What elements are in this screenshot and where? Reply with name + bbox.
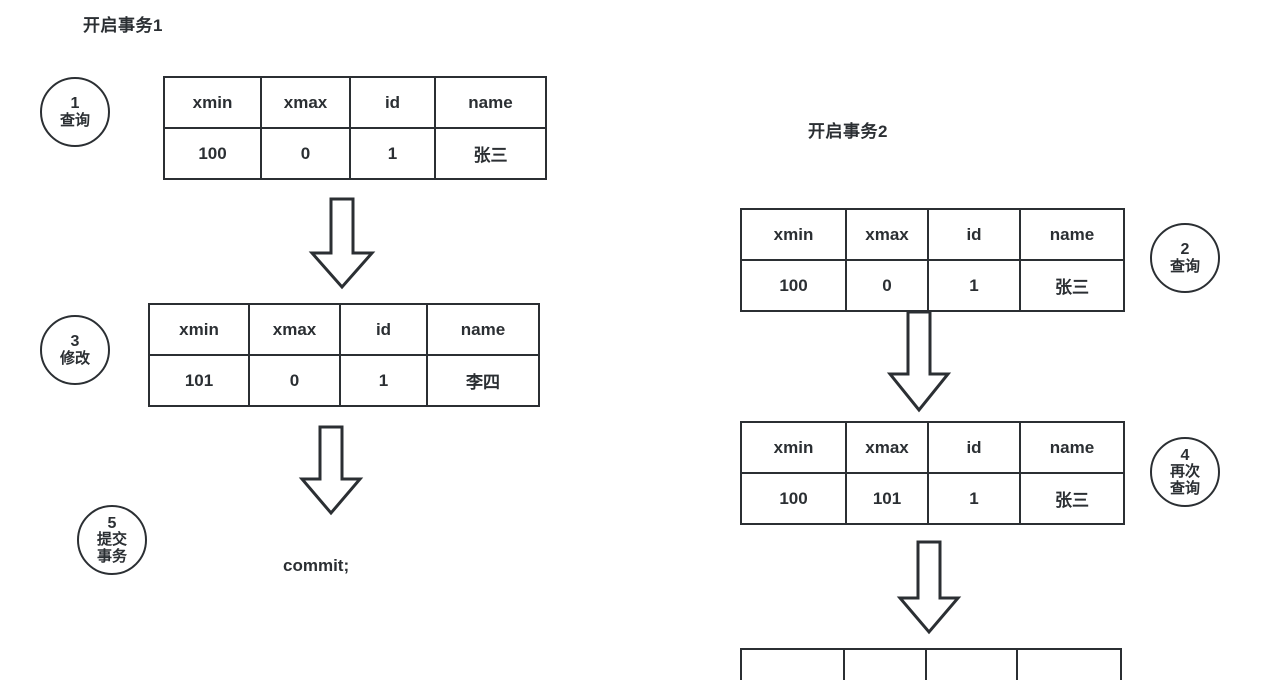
col-header-name: name: [1019, 208, 1125, 261]
cell-name: 张三: [1019, 472, 1125, 525]
cell-xmin: 101: [148, 354, 250, 407]
step-badge-5-number: 5: [107, 515, 117, 533]
step-badge-4[interactable]: 4 再次 查询: [1150, 437, 1220, 507]
col-header-id: id: [927, 208, 1021, 261]
section-title-transaction-1: 开启事务1: [83, 16, 163, 35]
col-header-xmin: xmin: [740, 421, 847, 474]
step-badge-1-label: 查询: [59, 111, 90, 129]
table-right-initial: xmin xmax id name 100 0 1 张三: [740, 208, 1125, 312]
col-header-xmax: xmax: [845, 208, 929, 261]
col-header-xmax: xmax: [845, 421, 929, 474]
col-header-xmax: xmax: [260, 76, 351, 129]
table-left-initial: xmin xmax id name 100 0 1 张三: [163, 76, 547, 180]
cell-xmin: 100: [740, 472, 847, 525]
step-badge-4-label-line1: 再次: [1169, 463, 1200, 481]
col-header-xmax: xmax: [248, 303, 341, 356]
cell-id: 1: [339, 354, 428, 407]
arrow-down-icon: [896, 540, 962, 635]
table-header-row: [740, 648, 1122, 680]
cell-name: 张三: [1019, 259, 1125, 312]
col-header-name: name: [1019, 421, 1125, 474]
cell-id: 1: [927, 472, 1021, 525]
step-badge-4-label-line2: 查询: [1169, 479, 1200, 497]
step-badge-1[interactable]: 1 查询: [40, 77, 110, 147]
col-header-name: name: [434, 76, 547, 129]
col-header-id: id: [927, 421, 1021, 474]
col-header-id: id: [349, 76, 436, 129]
table-header-row: xmin xmax id name: [163, 76, 547, 129]
commit-statement-label: commit;: [283, 556, 350, 575]
step-badge-2[interactable]: 2 查询: [1150, 223, 1220, 293]
cell-xmax: 0: [248, 354, 341, 407]
col-header-xmin: xmin: [148, 303, 250, 356]
step-badge-2-number: 2: [1180, 241, 1190, 259]
col-header-name: name: [426, 303, 540, 356]
cell-xmax: 0: [845, 259, 929, 312]
table-left-modified: xmin xmax id name 101 0 1 李四: [148, 303, 540, 407]
col-header-id-partial: [925, 648, 1018, 680]
step-badge-3[interactable]: 3 修改: [40, 315, 110, 385]
step-badge-3-number: 3: [70, 333, 80, 351]
cell-xmin: 100: [163, 127, 262, 180]
arrow-down-icon: [308, 197, 376, 290]
col-header-xmax-partial: [843, 648, 927, 680]
diagram-canvas: 开启事务1 1 查询 xmin xmax id name 100 0 1 张三 …: [40, 16, 1220, 680]
col-header-id: id: [339, 303, 428, 356]
table-row: 101 0 1 李四: [148, 354, 540, 407]
cell-name: 李四: [426, 354, 540, 407]
cell-xmax: 101: [845, 472, 929, 525]
step-badge-3-label: 修改: [59, 349, 90, 367]
table-row: 100 0 1 张三: [740, 259, 1125, 312]
step-badge-5[interactable]: 5 提交 事务: [77, 505, 147, 575]
table-right-partial-clipped: [740, 648, 1122, 680]
step-badge-4-number: 4: [1180, 447, 1190, 465]
step-badge-2-label: 查询: [1169, 257, 1200, 275]
cell-xmax: 0: [260, 127, 351, 180]
cell-name: 张三: [434, 127, 547, 180]
table-row: 100 101 1 张三: [740, 472, 1125, 525]
col-header-name-partial: [1016, 648, 1122, 680]
section-title-transaction-2: 开启事务2: [808, 122, 888, 141]
cell-xmin: 100: [740, 259, 847, 312]
col-header-xmin-partial: [740, 648, 845, 680]
arrow-down-icon: [298, 425, 364, 516]
col-header-xmin: xmin: [740, 208, 847, 261]
table-row: 100 0 1 张三: [163, 127, 547, 180]
step-badge-5-label-line1: 提交: [96, 531, 127, 549]
col-header-xmin: xmin: [163, 76, 262, 129]
step-badge-1-number: 1: [70, 95, 80, 113]
table-right-second-read: xmin xmax id name 100 101 1 张三: [740, 421, 1125, 525]
arrow-down-icon: [886, 310, 952, 413]
cell-id: 1: [349, 127, 436, 180]
cell-id: 1: [927, 259, 1021, 312]
step-badge-5-label-line2: 事务: [96, 547, 127, 565]
table-header-row: xmin xmax id name: [740, 208, 1125, 261]
table-header-row: xmin xmax id name: [740, 421, 1125, 474]
table-header-row: xmin xmax id name: [148, 303, 540, 356]
